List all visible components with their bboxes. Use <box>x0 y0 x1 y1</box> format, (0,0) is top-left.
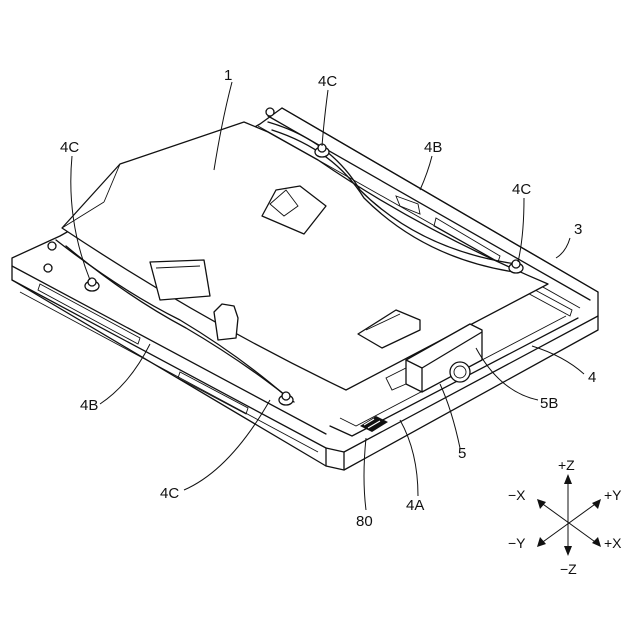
label-4: 4 <box>588 369 596 386</box>
axis-plus-y: +Y <box>604 487 622 503</box>
label-4b-top: 4B <box>424 139 442 156</box>
label-4a: 4A <box>406 497 424 514</box>
axis-minus-x: −X <box>508 487 526 503</box>
label-5b: 5B <box>540 395 558 412</box>
axis-plus-z: +Z <box>558 457 575 473</box>
label-4b-left: 4B <box>80 397 98 414</box>
label-4c-right: 4C <box>512 181 531 198</box>
axis-minus-y: −Y <box>508 535 526 551</box>
axis-indicator: +Z −Z −X +X +Y −Y <box>508 457 622 577</box>
label-80: 80 <box>356 513 373 530</box>
label-4c-left: 4C <box>60 139 79 156</box>
label-5: 5 <box>458 445 466 462</box>
label-4c-bottom: 4C <box>160 485 179 502</box>
label-4c-top: 4C <box>318 73 337 90</box>
label-3: 3 <box>574 221 582 238</box>
axis-minus-z: −Z <box>560 561 577 577</box>
label-1: 1 <box>224 67 232 84</box>
axis-plus-x: +X <box>604 535 622 551</box>
